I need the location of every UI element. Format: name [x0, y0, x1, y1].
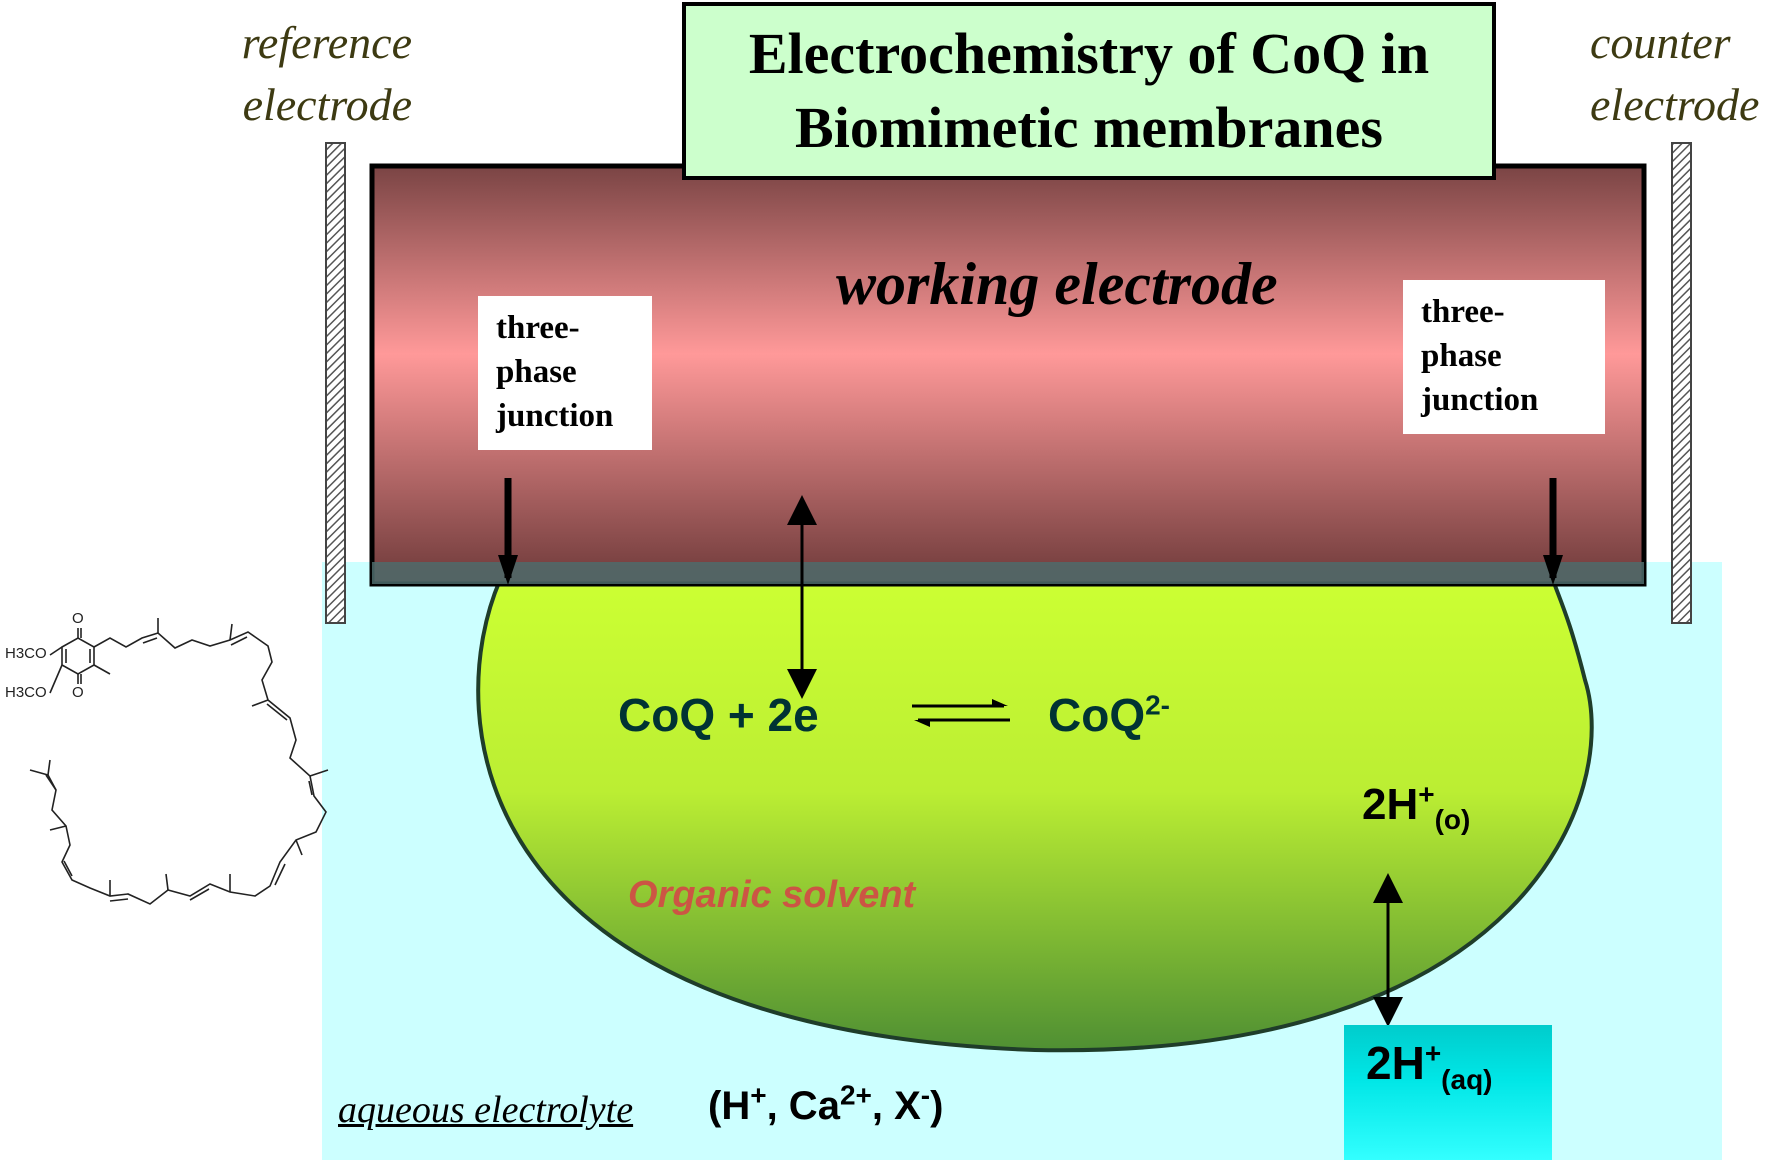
- proton-aqueous-box: [1344, 1025, 1552, 1160]
- molecule-oxo-bottom: O: [72, 684, 84, 701]
- proton-organic-charge: +: [1418, 778, 1435, 810]
- organic-solvent-label: Organic solvent: [628, 874, 916, 916]
- reference-electrode-line2: electrode: [242, 79, 412, 130]
- title-box: Electrochemistry of CoQ in Biomimetic me…: [682, 2, 1496, 180]
- aqueous-electrolyte-ions: (H+, Ca2+, X-): [708, 1081, 944, 1129]
- title-line2: Biomimetic membranes: [795, 95, 1383, 160]
- tpj-right-line2: phase: [1421, 338, 1502, 374]
- three-phase-junction-left: three- phase junction: [478, 296, 652, 450]
- proton-organic-phase: (o): [1434, 803, 1471, 835]
- proton-organic: 2H+(o): [1362, 778, 1470, 833]
- proton-aqueous-base: 2H: [1366, 1037, 1425, 1089]
- reference-electrode-label: reference electrode: [212, 12, 412, 136]
- title-line1: Electrochemistry of CoQ in: [748, 21, 1430, 86]
- organic-solvent-droplet: [476, 578, 1594, 1053]
- ions-ca-charge: 2+: [839, 1079, 872, 1111]
- proton-aqueous-charge: +: [1424, 1037, 1442, 1069]
- tpj-left-line1: three-: [496, 310, 580, 346]
- ions-ca: , Ca: [766, 1084, 840, 1128]
- working-electrode-immersed-band: [372, 562, 1644, 584]
- tpj-left-line2: phase: [496, 354, 577, 390]
- tpj-left-line3: junction: [496, 398, 614, 434]
- proton-organic-base: 2H: [1362, 780, 1419, 829]
- reference-electrode-line1: reference: [241, 17, 412, 68]
- reaction-product-species: CoQ: [1048, 689, 1146, 741]
- aqueous-electrolyte-label: aqueous electrolyte: [338, 1089, 634, 1131]
- counter-electrode-rod: [1671, 142, 1692, 624]
- tpj-right-line1: three-: [1421, 294, 1505, 330]
- reaction-product: CoQ2-: [1048, 688, 1170, 742]
- reaction-product-charge: 2-: [1145, 689, 1171, 721]
- ions-h-charge: +: [750, 1079, 767, 1111]
- molecule-oxo-top: O: [72, 610, 84, 627]
- ions-x: , X: [871, 1084, 921, 1128]
- working-electrode-label: working electrode: [836, 251, 1278, 317]
- ions-open: (H: [708, 1084, 751, 1128]
- reaction-reactants: CoQ + 2e: [618, 689, 819, 741]
- three-phase-junction-right: three- phase junction: [1403, 280, 1605, 434]
- tpj-right-line3: junction: [1421, 382, 1539, 418]
- proton-aqueous-phase: (aq): [1441, 1064, 1493, 1096]
- counter-electrode-line2: electrode: [1590, 79, 1760, 130]
- counter-electrode-label: counter electrode: [1590, 12, 1780, 136]
- counter-electrode-line1: counter: [1590, 17, 1731, 68]
- reference-electrode-rod: [325, 142, 346, 624]
- equilibrium-arrows: [912, 699, 1010, 727]
- ions-x-charge: -: [920, 1079, 931, 1111]
- coenzyme-q10-structure: [29, 618, 329, 905]
- molecule-methoxy-1: H3CO: [5, 645, 47, 662]
- proton-aqueous: 2H+(aq): [1366, 1036, 1493, 1094]
- ions-close: ): [930, 1084, 944, 1128]
- molecule-methoxy-2: H3CO: [5, 684, 47, 701]
